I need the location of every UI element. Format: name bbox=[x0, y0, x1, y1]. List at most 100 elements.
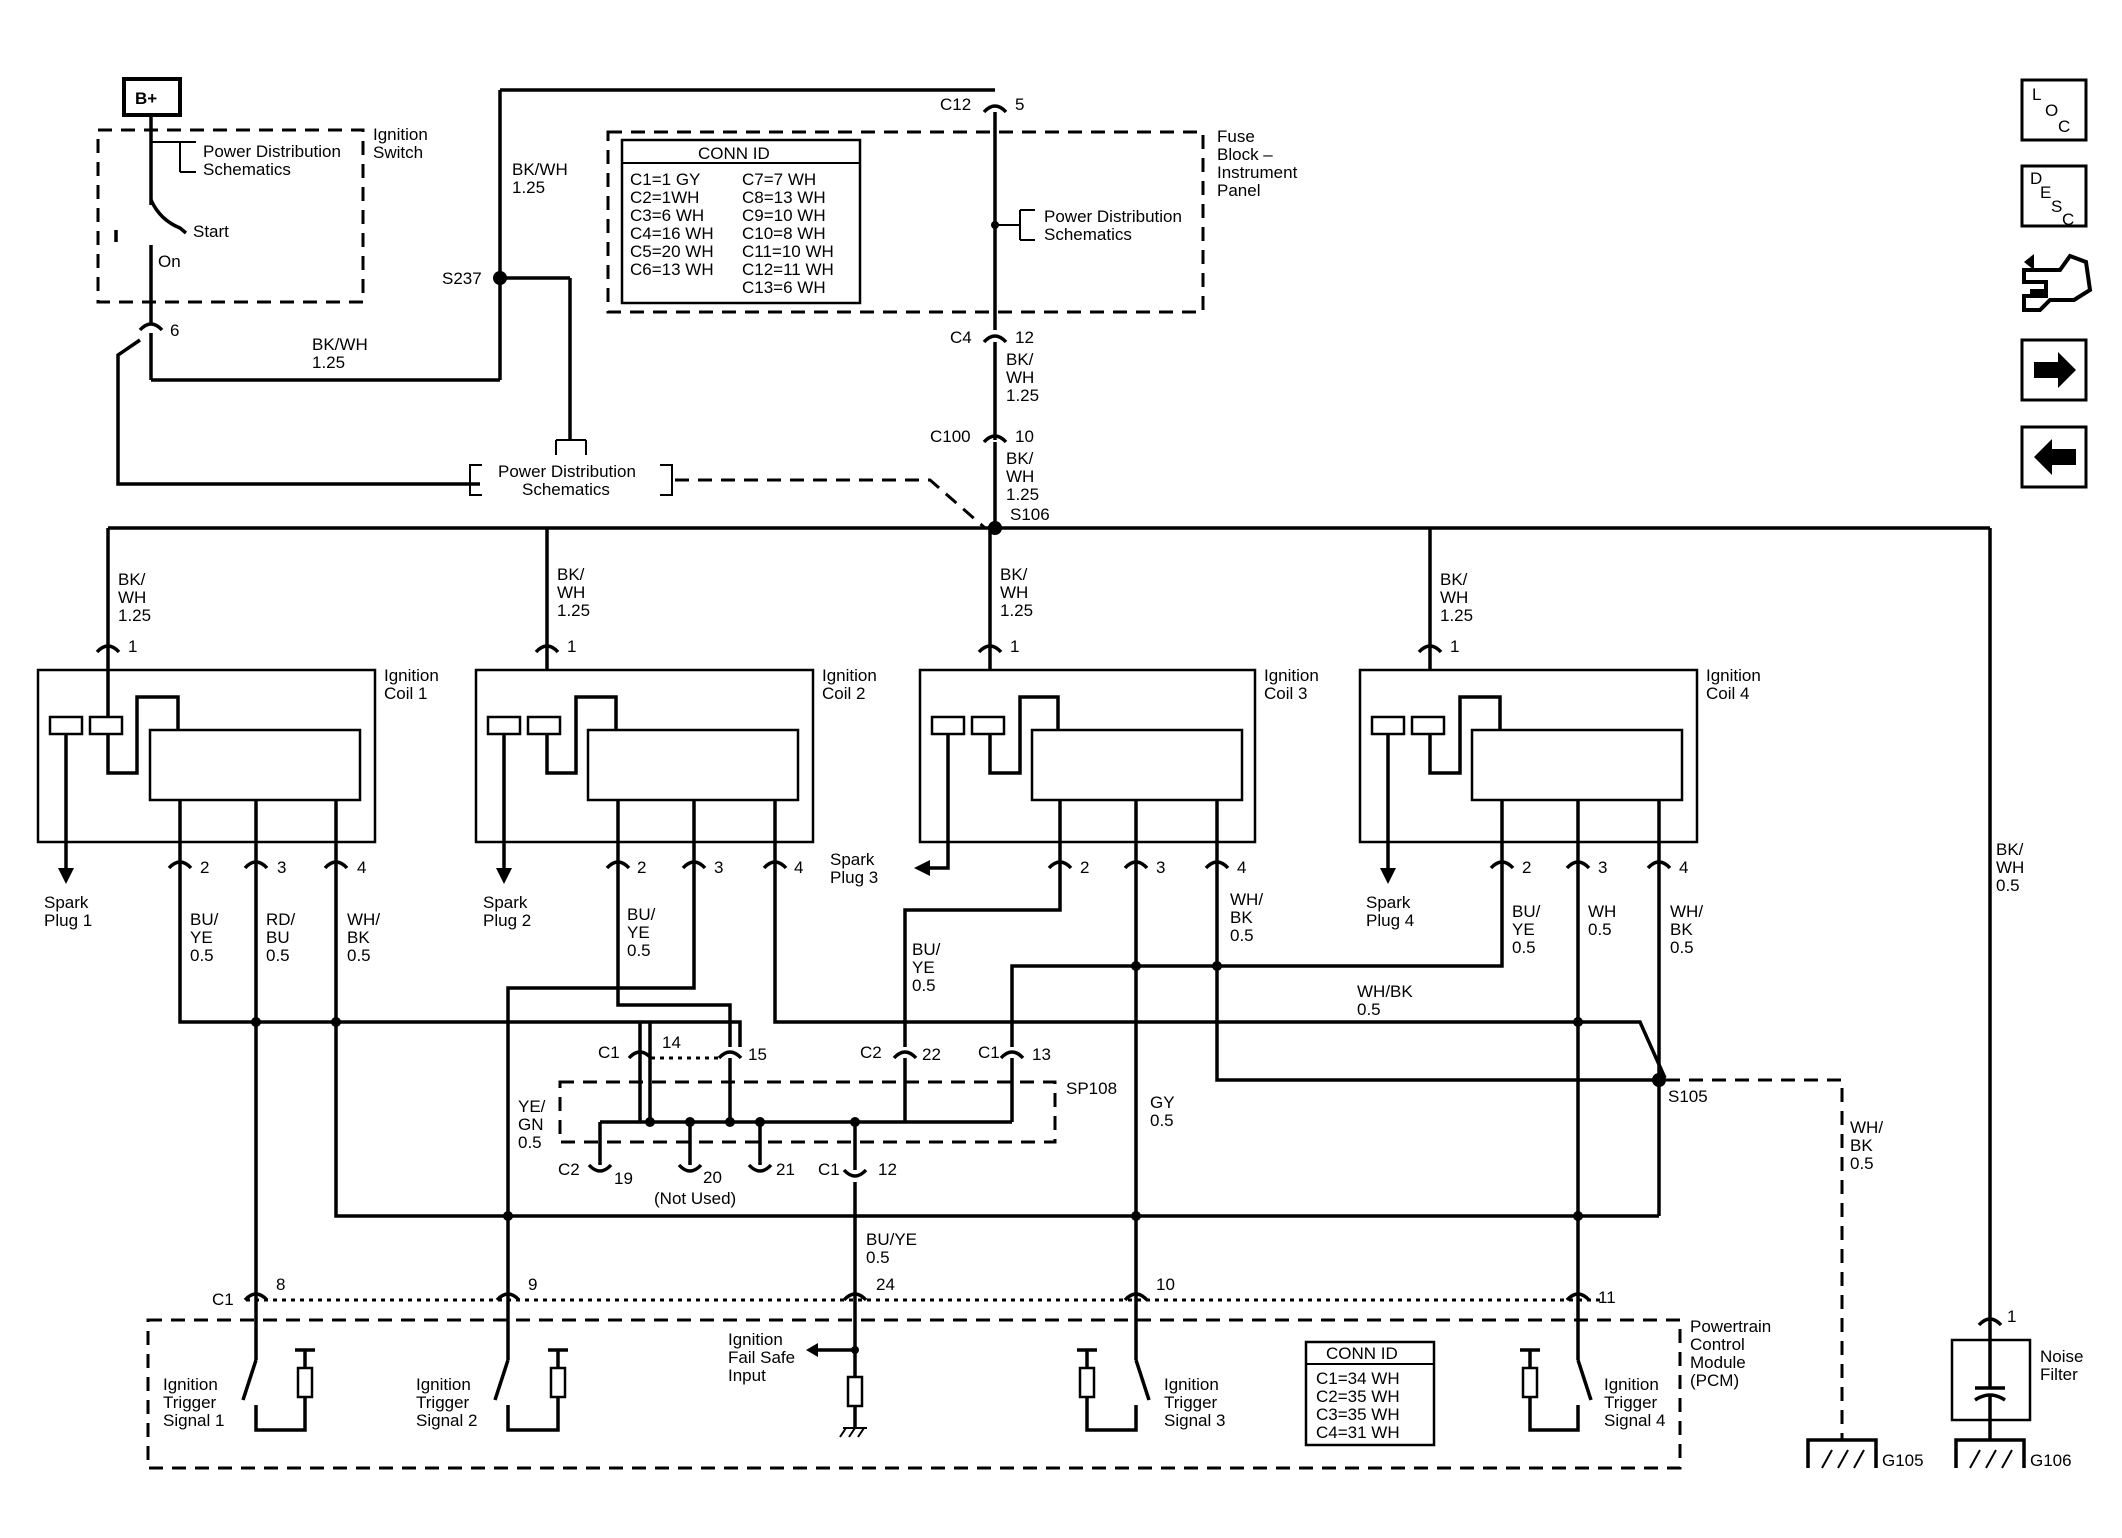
svg-text:Schematics: Schematics bbox=[203, 160, 291, 179]
svg-text:WH: WH bbox=[1996, 858, 2024, 877]
svg-text:0.5: 0.5 bbox=[1850, 1154, 1874, 1173]
svg-text:S105: S105 bbox=[1668, 1087, 1708, 1106]
svg-text:0.5: 0.5 bbox=[1230, 926, 1254, 945]
svg-text:1.25: 1.25 bbox=[1006, 485, 1039, 504]
svg-text:BK/: BK/ bbox=[1006, 449, 1034, 468]
svg-text:3: 3 bbox=[714, 858, 723, 877]
svg-text:Spark: Spark bbox=[1366, 893, 1411, 912]
connector-c100 bbox=[982, 434, 1008, 444]
svg-text:BU/YE: BU/YE bbox=[866, 1230, 917, 1249]
svg-text:GN: GN bbox=[518, 1115, 544, 1134]
svg-text:0.5: 0.5 bbox=[190, 946, 214, 965]
svg-text:C9=10 WH: C9=10 WH bbox=[742, 206, 826, 225]
ignition-coil-4: BK/ WH 1.25 1 Ignition Coil 4 Spark Plug… bbox=[1358, 528, 1761, 930]
svg-text:S237: S237 bbox=[442, 269, 482, 288]
svg-text:WH/BK: WH/BK bbox=[1357, 982, 1413, 1001]
conn-id-table-pcm: CONN ID C1=34 WH C2=35 WH C3=35 WH C4=31… bbox=[1304, 1340, 1436, 1447]
wiring-connector-icon[interactable] bbox=[2022, 253, 2093, 312]
svg-text:2: 2 bbox=[1522, 858, 1531, 877]
svg-text:Ignition: Ignition bbox=[1264, 666, 1319, 685]
fuse-block-label: Fuse bbox=[1217, 127, 1255, 146]
svg-text:Spark: Spark bbox=[830, 850, 875, 869]
noise-filter: 1 Noise Filter bbox=[1950, 1307, 2083, 1440]
c100-label: C100 bbox=[930, 427, 971, 446]
svg-text:2: 2 bbox=[1080, 858, 1089, 877]
svg-text:1.25: 1.25 bbox=[118, 606, 151, 625]
svg-text:C5=20 WH: C5=20 WH bbox=[630, 242, 714, 261]
back-arrow-button[interactable] bbox=[2020, 425, 2088, 489]
svg-text:0.5: 0.5 bbox=[1588, 920, 1612, 939]
connector-c4 bbox=[982, 334, 1008, 344]
svg-text:D: D bbox=[2030, 169, 2042, 188]
svg-text:Plug 1: Plug 1 bbox=[44, 911, 92, 930]
svg-text:Filter: Filter bbox=[2040, 1365, 2078, 1384]
svg-text:Signal 4: Signal 4 bbox=[1604, 1411, 1665, 1430]
svg-text:1.25: 1.25 bbox=[1000, 601, 1033, 620]
svg-text:1: 1 bbox=[1450, 637, 1459, 656]
svg-text:YE: YE bbox=[1512, 920, 1535, 939]
location-button[interactable]: L O C bbox=[2020, 78, 2088, 142]
svg-text:C: C bbox=[2058, 117, 2070, 136]
svg-text:BU: BU bbox=[266, 928, 290, 947]
svg-text:4: 4 bbox=[357, 858, 366, 877]
svg-text:19: 19 bbox=[614, 1169, 633, 1188]
svg-text:3: 3 bbox=[277, 858, 286, 877]
conn-id-table-fuse: CONN ID C1=1 GY C2=1WH C3=6 WH C4=16 WH … bbox=[620, 138, 862, 305]
svg-text:5: 5 bbox=[1015, 95, 1024, 114]
svg-text:Plug 4: Plug 4 bbox=[1366, 911, 1414, 930]
svg-text:CONN ID: CONN ID bbox=[1326, 1344, 1398, 1363]
svg-text:Ignition: Ignition bbox=[1706, 666, 1761, 685]
fuse-block-box bbox=[606, 130, 1205, 314]
svg-text:BU/: BU/ bbox=[627, 905, 656, 924]
splice-pack-sp108: SP108 C1 14 15 C2 22 C1 13 C2 19 20 bbox=[518, 1022, 1117, 1208]
svg-text:WH: WH bbox=[557, 583, 585, 602]
battery-b-plus: B+ bbox=[122, 77, 182, 117]
description-button[interactable]: D E S C bbox=[2020, 164, 2088, 229]
svg-text:C12=11 WH: C12=11 WH bbox=[742, 260, 834, 279]
svg-text:C4=16 WH: C4=16 WH bbox=[630, 224, 714, 243]
svg-text:Block –: Block – bbox=[1217, 145, 1273, 164]
svg-text:Plug 2: Plug 2 bbox=[483, 911, 531, 930]
svg-text:24: 24 bbox=[876, 1275, 895, 1294]
svg-text:Ignition: Ignition bbox=[163, 1375, 218, 1394]
svg-text:WH: WH bbox=[1000, 583, 1028, 602]
svg-text:1.25: 1.25 bbox=[312, 353, 345, 372]
svg-text:BK/WH: BK/WH bbox=[512, 160, 568, 179]
svg-text:Ignition: Ignition bbox=[728, 1330, 783, 1349]
svg-text:BU/: BU/ bbox=[190, 910, 219, 929]
svg-text:Noise: Noise bbox=[2040, 1347, 2083, 1366]
arrow-left-icon bbox=[2034, 439, 2076, 475]
svg-text:RD/: RD/ bbox=[266, 910, 296, 929]
svg-text:C4=31 WH: C4=31 WH bbox=[1316, 1423, 1400, 1442]
ground-g105: G105 bbox=[1806, 1438, 1924, 1470]
svg-text:BK: BK bbox=[1670, 920, 1693, 939]
svg-text:S106: S106 bbox=[1010, 505, 1050, 524]
svg-text:Input: Input bbox=[728, 1366, 766, 1385]
svg-text:2: 2 bbox=[200, 858, 209, 877]
svg-text:6: 6 bbox=[170, 321, 179, 340]
svg-text:0.5: 0.5 bbox=[912, 976, 936, 995]
svg-text:0.5: 0.5 bbox=[1670, 938, 1694, 957]
ignition-coil-1: BK/ WH 1.25 1 Ignition Coil 1 Spark Plug… bbox=[36, 528, 439, 930]
forward-arrow-button[interactable] bbox=[2020, 338, 2088, 402]
svg-text:8: 8 bbox=[276, 1275, 285, 1294]
svg-text:Trigger: Trigger bbox=[1604, 1393, 1658, 1412]
svg-text:4: 4 bbox=[794, 858, 803, 877]
svg-text:Trigger: Trigger bbox=[163, 1393, 217, 1412]
svg-text:C2=1WH: C2=1WH bbox=[630, 188, 699, 207]
svg-text:1.25: 1.25 bbox=[1006, 386, 1039, 405]
svg-text:G106: G106 bbox=[2030, 1451, 2072, 1470]
svg-text:Signal 2: Signal 2 bbox=[416, 1411, 477, 1430]
svg-text:21: 21 bbox=[776, 1160, 795, 1179]
svg-text:WH: WH bbox=[1006, 467, 1034, 486]
svg-text:BK: BK bbox=[1230, 908, 1253, 927]
svg-text:BK/WH: BK/WH bbox=[312, 335, 368, 354]
svg-text:S: S bbox=[2051, 197, 2062, 216]
svg-text:0.5: 0.5 bbox=[518, 1133, 542, 1152]
svg-text:Powertrain: Powertrain bbox=[1690, 1317, 1771, 1336]
ignition-switch-box bbox=[96, 128, 365, 304]
svg-text:3: 3 bbox=[1598, 858, 1607, 877]
svg-text:WH: WH bbox=[118, 588, 146, 607]
pd-schematics-ref-2: Power Distribution bbox=[498, 462, 636, 481]
svg-text:1: 1 bbox=[567, 637, 576, 656]
